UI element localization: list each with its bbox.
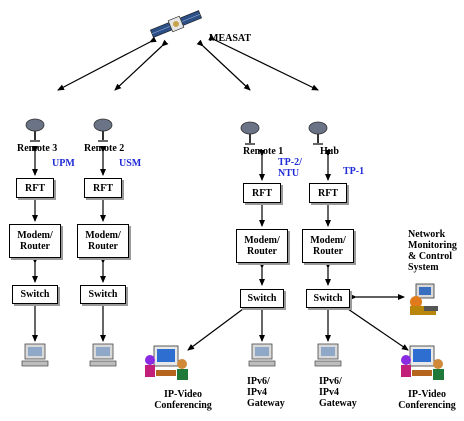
sat-link-hub	[208, 34, 319, 91]
video-conference-icon-left	[145, 345, 188, 380]
video-conference-label-right: IP-Video Conferencing	[398, 389, 456, 411]
site-label-remote1: TP-2/ NTU	[278, 157, 302, 179]
site-label-remote2: USM	[119, 158, 142, 169]
video-conference-label-left: IP-Video Conferencing	[154, 389, 212, 411]
site-label-remote3: UPM	[52, 158, 75, 169]
sat-link-remote3	[57, 36, 157, 91]
dish-icon-remote2	[93, 118, 113, 142]
station-name-hub: Hub	[320, 146, 339, 157]
switch-box-hub: Switch	[306, 289, 350, 308]
station-name-remote1: Remote 1	[243, 146, 284, 157]
dish-icon-remote1	[240, 121, 260, 145]
gateway-label-remote1: IPv6/ IPv4 Gateway	[247, 376, 285, 409]
satellite-icon	[150, 10, 202, 38]
station-name-remote3: Remote 3	[17, 143, 58, 154]
network-monitoring-icon	[410, 283, 438, 315]
rft-box-hub: RFT	[309, 183, 347, 203]
gateway-label-hub: IPv6/ IPv4 Gateway	[319, 376, 357, 409]
switch-box-remote3: Switch	[12, 285, 58, 304]
modem-router-box-remote1: Modem/ Router	[236, 229, 288, 263]
station-name-remote2: Remote 2	[84, 143, 125, 154]
rft-box-remote1: RFT	[243, 183, 281, 203]
dish-icon-hub	[308, 121, 328, 145]
video-conference-icon-right	[401, 345, 444, 380]
switch-box-remote2: Switch	[80, 285, 126, 304]
rft-box-remote3: RFT	[16, 178, 54, 198]
switch-box-remote1: Switch	[240, 289, 284, 308]
computer-icon-remote3	[21, 343, 49, 367]
hub-switch-videoconf	[341, 303, 409, 351]
satellite-label: MEASAT	[209, 33, 252, 44]
sat-link-remote2	[114, 39, 169, 91]
modem-router-box-remote2: Modem/ Router	[77, 224, 129, 258]
sat-link-remote1	[196, 39, 251, 91]
r1-switch-videoconf	[187, 303, 250, 351]
gateway-icon-remote1	[248, 343, 276, 367]
modem-router-box-remote3: Modem/ Router	[9, 224, 61, 258]
dish-icon-remote3	[25, 118, 45, 142]
computer-icon-remote2	[89, 343, 117, 367]
modem-router-box-hub: Modem/ Router	[302, 229, 354, 263]
site-label-hub: TP-1	[343, 166, 365, 177]
gateway-icon-hub	[314, 343, 342, 367]
rft-box-remote2: RFT	[84, 178, 122, 198]
network-monitoring-label: Network Monitoring & Control System	[408, 229, 457, 273]
